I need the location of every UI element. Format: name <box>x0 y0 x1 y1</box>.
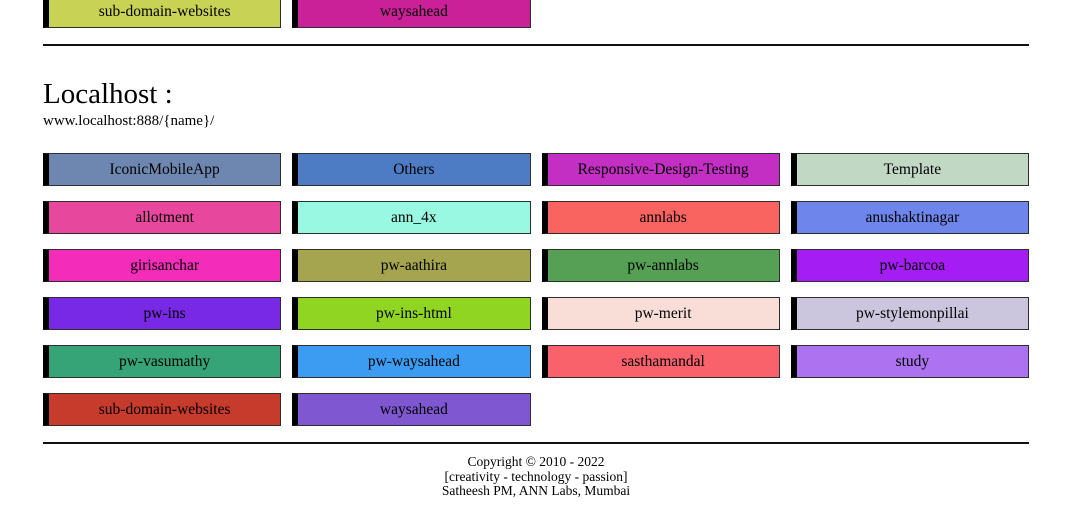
site-button[interactable]: pw-waysahead <box>292 345 531 379</box>
site-button-label: pw-aathira <box>380 256 448 274</box>
site-button-label: pw-ins-html <box>375 304 452 322</box>
site-button-label: girisanchar <box>130 256 200 274</box>
site-button[interactable]: pw-aathira <box>292 249 531 283</box>
previous-section-grid: sub-domain-websites waysahead <box>43 0 1029 28</box>
site-button[interactable]: Responsive-Design-Testing <box>541 153 780 187</box>
site-button-label: pw-stylemonpillai <box>855 304 969 322</box>
site-button[interactable]: sasthamandal <box>541 345 780 379</box>
section-divider-top <box>43 44 1029 46</box>
site-button-label: annlabs <box>639 208 687 226</box>
site-button[interactable]: pw-stylemonpillai <box>790 297 1029 331</box>
site-button-label: sasthamandal <box>621 352 705 370</box>
site-button[interactable]: study <box>790 345 1029 379</box>
site-button-label: ann_4x <box>391 208 437 226</box>
url-pattern: www.localhost:888/{name}/ <box>43 113 215 130</box>
site-button[interactable]: pw-merit <box>541 297 780 331</box>
site-button-label: allotment <box>135 208 194 226</box>
site-button-label: waysahead <box>379 400 448 418</box>
site-button-label: waysahead <box>379 2 448 20</box>
page-content: sub-domain-websites waysahead Localhost … <box>43 0 1029 498</box>
site-button[interactable]: IconicMobileApp <box>43 153 282 187</box>
site-button[interactable]: pw-barcoa <box>790 249 1029 283</box>
site-button-label: pw-ins <box>143 304 186 322</box>
site-button[interactable]: sub-domain-websites <box>43 393 282 427</box>
section-title: Localhost : <box>43 78 173 110</box>
site-button[interactable]: ann_4x <box>292 201 531 235</box>
footer-copyright: Copyright © 2010 - 2022 <box>467 454 605 470</box>
site-button-label: sub-domain-websites <box>98 2 231 20</box>
site-button[interactable]: annlabs <box>541 201 780 235</box>
site-button[interactable]: pw-ins-html <box>292 297 531 331</box>
site-button[interactable]: waysahead <box>292 393 531 427</box>
site-button-label: pw-vasumathy <box>118 352 211 370</box>
site-button-label: pw-annlabs <box>627 256 699 274</box>
footer-author: Satheesh PM, ANN Labs, Mumbai <box>441 482 631 498</box>
site-button[interactable]: allotment <box>43 201 282 235</box>
site-button-label: sub-domain-websites <box>98 400 231 418</box>
site-button[interactable]: pw-ins <box>43 297 282 331</box>
site-button[interactable]: pw-vasumathy <box>43 345 282 379</box>
site-button-label: study <box>895 352 930 370</box>
site-button-label: pw-barcoa <box>879 256 946 274</box>
site-button[interactable]: Others <box>292 153 531 187</box>
site-button-label: IconicMobileApp <box>109 160 220 178</box>
site-button-label: pw-waysahead <box>367 352 460 370</box>
site-button[interactable]: sub-domain-websites <box>43 0 282 28</box>
site-button[interactable]: waysahead <box>292 0 531 28</box>
site-button-label: pw-merit <box>634 304 692 322</box>
site-button[interactable]: anushaktinagar <box>790 201 1029 235</box>
footer: Copyright © 2010 - 2022 [creativity - te… <box>43 455 1029 498</box>
localhost-grid: IconicMobileApp Others Responsive-Design… <box>43 153 1029 427</box>
site-button-label: anushaktinagar <box>865 208 960 226</box>
site-button-label: Template <box>883 160 942 178</box>
footer-tagline: [creativity - technology - passion] <box>444 468 628 484</box>
site-button-label: Others <box>393 160 435 178</box>
site-button[interactable]: Template <box>790 153 1029 187</box>
site-button-label: Responsive-Design-Testing <box>577 160 749 178</box>
section-divider-bottom <box>43 442 1029 445</box>
site-button[interactable]: girisanchar <box>43 249 282 283</box>
site-button[interactable]: pw-annlabs <box>541 249 780 283</box>
